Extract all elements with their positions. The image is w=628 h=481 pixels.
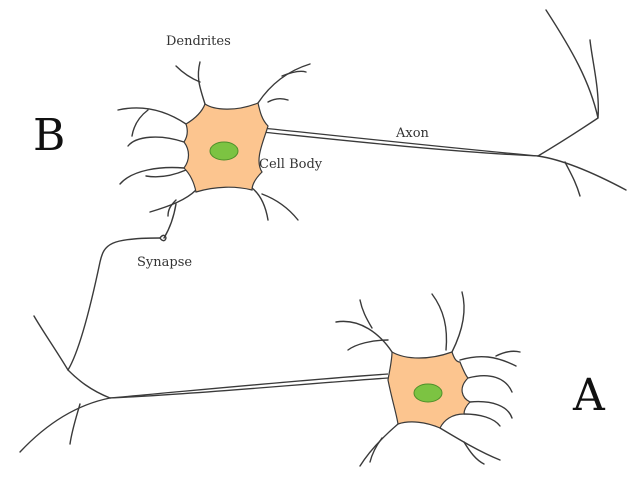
axon-terminal — [538, 40, 598, 156]
dendrite — [268, 99, 288, 102]
label-cell-body: Cell Body — [259, 157, 323, 172]
neuron-b-nucleus — [210, 142, 238, 160]
dendrite — [432, 294, 446, 350]
dendrite — [360, 424, 398, 466]
label-neuron-a: A — [572, 370, 606, 421]
dendrite — [464, 442, 484, 464]
neuron-a — [20, 235, 520, 466]
neuron-a-nucleus — [414, 384, 442, 402]
axon-terminal — [538, 156, 626, 190]
dendrite — [336, 321, 392, 352]
axon-terminal — [34, 316, 110, 398]
dendrite — [120, 168, 184, 184]
dendrite — [440, 428, 500, 460]
dendrite — [176, 66, 200, 82]
label-synapse: Synapse — [137, 255, 192, 270]
dendrite — [282, 71, 306, 76]
dendrite — [496, 351, 520, 356]
neuron-b-axon-terminals — [538, 10, 626, 196]
dendrite — [150, 190, 196, 212]
dendrite — [470, 402, 512, 418]
neuron-a-axon — [110, 374, 388, 398]
axon-terminal — [546, 10, 598, 118]
dendrite — [128, 137, 184, 146]
dendrite — [452, 292, 464, 352]
synaptic-knob — [160, 235, 166, 240]
dendrite — [252, 188, 268, 220]
dendrite — [132, 110, 148, 136]
dendrite — [464, 414, 500, 426]
neuron-a-axon-inner — [110, 378, 388, 398]
axon-terminal — [20, 398, 110, 452]
dendrite — [348, 340, 388, 350]
neuron-a-axon-terminals — [20, 238, 160, 452]
dendrite — [468, 376, 512, 392]
label-neuron-b: B — [33, 110, 65, 161]
dendrite — [258, 64, 310, 103]
dendrite — [146, 170, 186, 177]
dendrite — [198, 62, 205, 104]
dendrite — [360, 300, 372, 328]
label-axon: Axon — [395, 126, 430, 141]
dendrite — [118, 108, 186, 124]
dendrite — [460, 357, 516, 366]
label-dendrites: Dendrites — [166, 34, 231, 49]
